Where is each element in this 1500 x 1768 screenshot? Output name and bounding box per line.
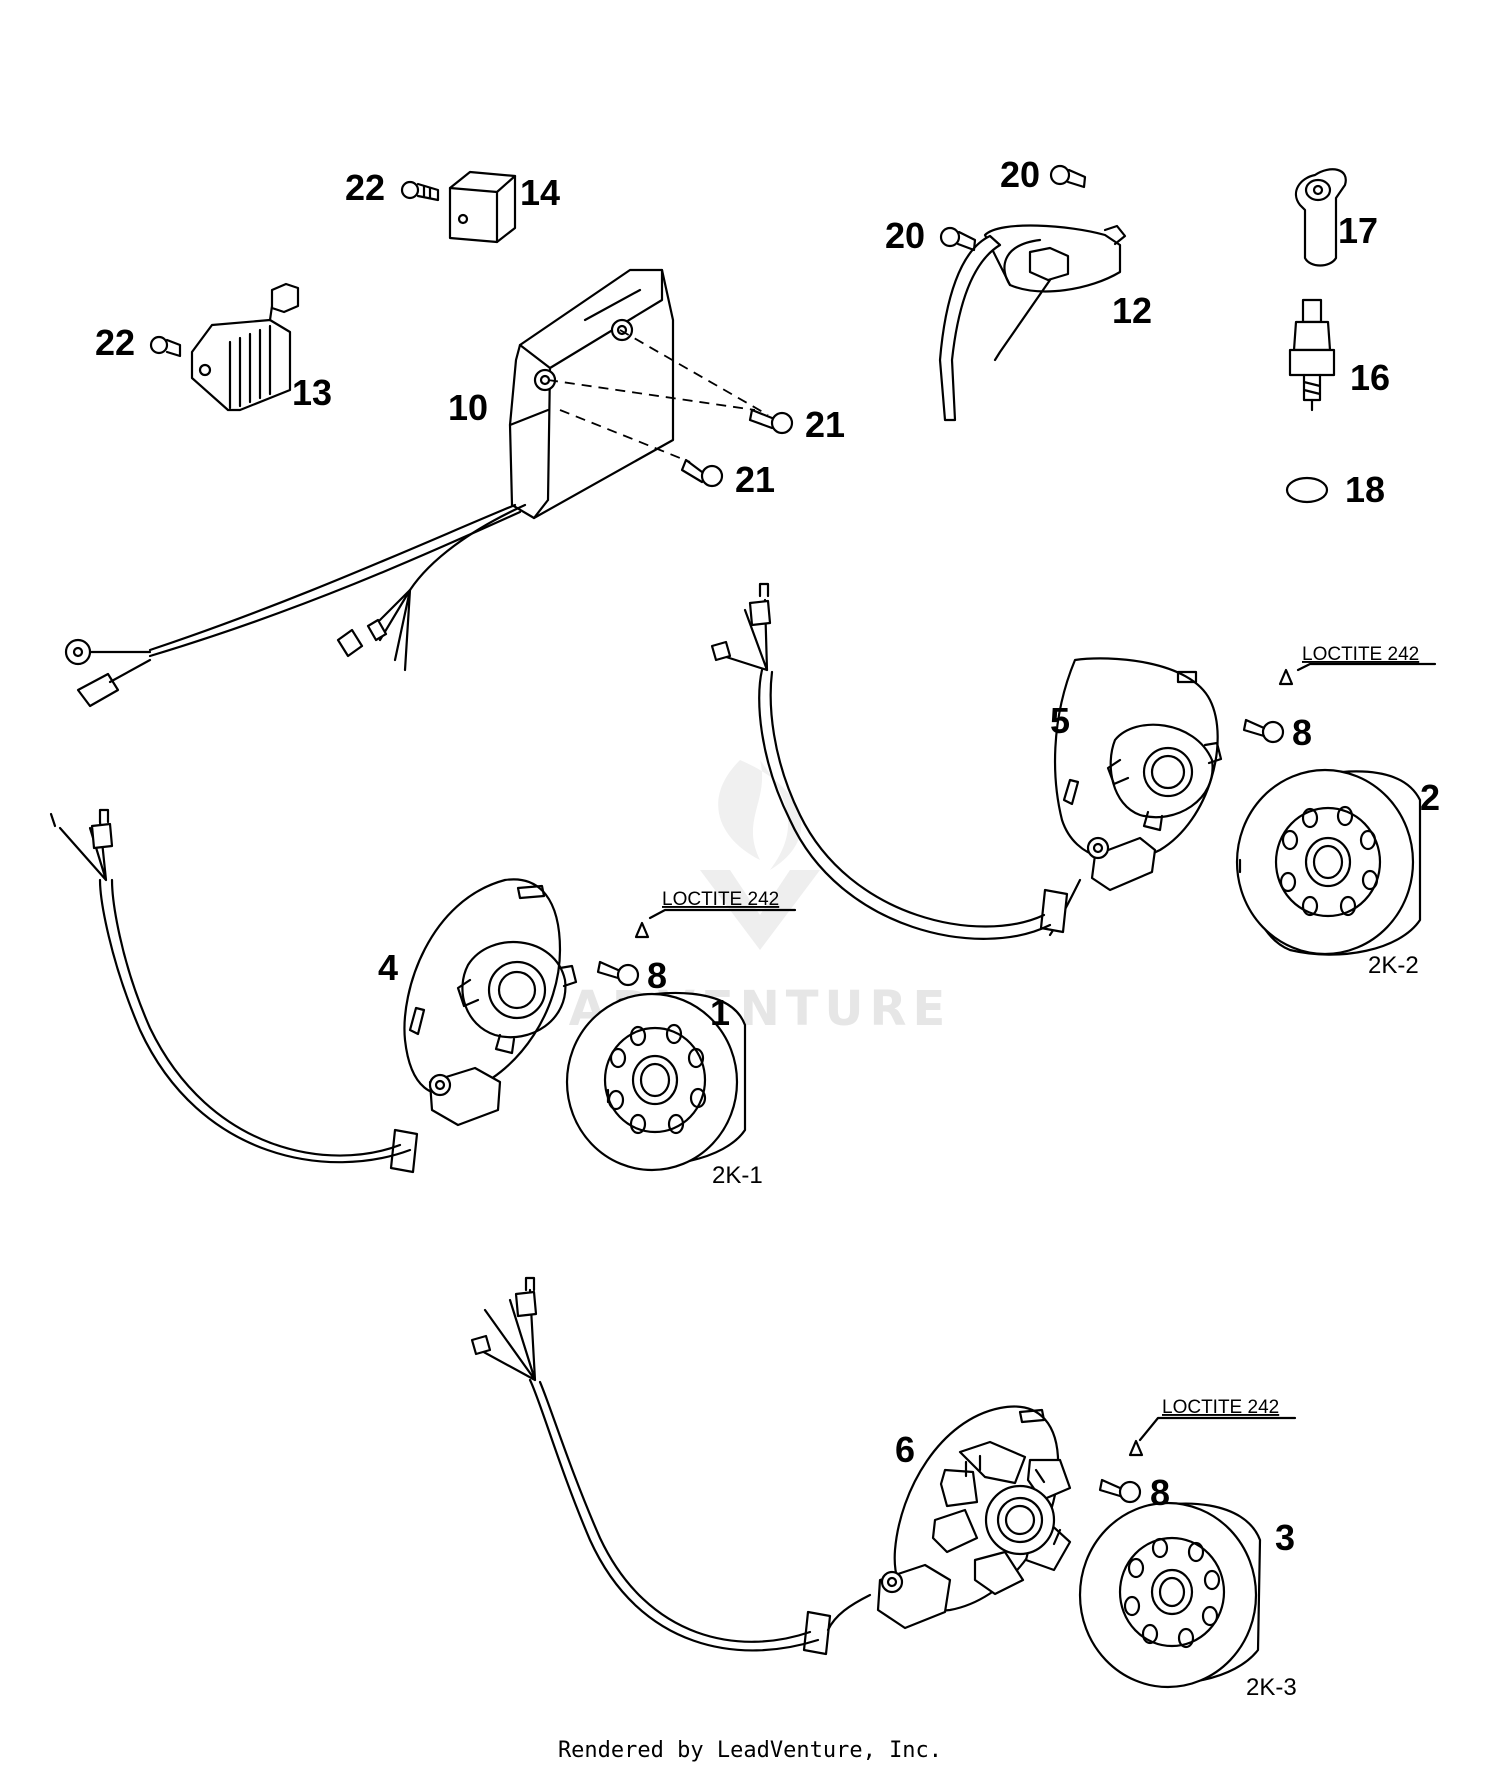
part-8-screw-b [1242,668,1294,744]
label-part-8b: 8 [1292,712,1312,753]
label-part-16: 16 [1350,357,1390,398]
label-part-5: 5 [1050,700,1070,741]
part-8-screw-c [1098,1439,1144,1504]
label-part-17: 17 [1338,210,1378,251]
part-4-stator-plate [403,878,578,1127]
part-10-harness [64,503,527,708]
label-part-14: 14 [520,172,560,213]
label-part-18: 18 [1345,469,1385,510]
label-part-6: 6 [895,1429,915,1470]
label-part-22a: 22 [345,167,385,208]
part-3-rotor [1078,1501,1262,1689]
loctite-leader-b [1296,662,1437,672]
part-18-o-ring [1285,476,1329,504]
part-4-harness [49,808,419,1174]
part-22-screw-b [149,335,182,358]
part-21-screw-b [680,458,724,488]
part-20-screw-a [1049,164,1087,189]
part-21-screw-a [748,408,794,435]
label-part-20b: 20 [885,215,925,256]
label-loctite-a: LOCTITE 242 [662,889,779,910]
label-part-10: 10 [448,387,488,428]
label-part-20a: 20 [1000,154,1040,195]
part-12-ignition-coil [938,224,1127,422]
part-13-regulator [190,282,300,412]
label-part-8c: 8 [1150,1472,1170,1513]
label-part-13: 13 [292,372,332,413]
part-2-rotor [1235,768,1422,956]
label-part-4: 4 [378,947,398,988]
loctite-leader-c [1138,1416,1297,1442]
loctite-leader-a [648,908,797,920]
part-6-harness [470,1276,872,1656]
part-5-stator-plate [1053,657,1223,892]
part-17-plug-cap [1294,168,1347,267]
label-loctite-c: LOCTITE 242 [1162,1397,1279,1418]
label-part-22b: 22 [95,322,135,363]
label-kit-2k-3: 2K-3 [1246,1674,1297,1701]
part-20-screw-b [939,226,977,252]
part-10-cdi-box [508,268,769,520]
part-1-rotor [565,991,747,1172]
part-6-stator [876,1405,1072,1630]
label-loctite-b: LOCTITE 242 [1302,644,1419,665]
label-part-21a: 21 [805,404,845,445]
label-kit-2k-2: 2K-2 [1368,952,1419,979]
label-part-3: 3 [1275,1517,1295,1558]
part-22-screw-a [400,180,440,202]
label-part-21b: 21 [735,459,775,500]
part-14-bracket [448,170,517,244]
footer-credit: Rendered by LeadVenture, Inc. [557,1738,943,1763]
label-kit-2k-1: 2K-1 [712,1162,763,1189]
label-part-12: 12 [1112,290,1152,331]
label-part-1: 1 [710,992,730,1033]
part-5-harness [710,582,1082,940]
part-16-spark-plug [1288,298,1336,412]
label-part-2: 2 [1420,777,1440,818]
label-part-8a: 8 [647,955,667,996]
part-8-screw-a [596,921,650,987]
